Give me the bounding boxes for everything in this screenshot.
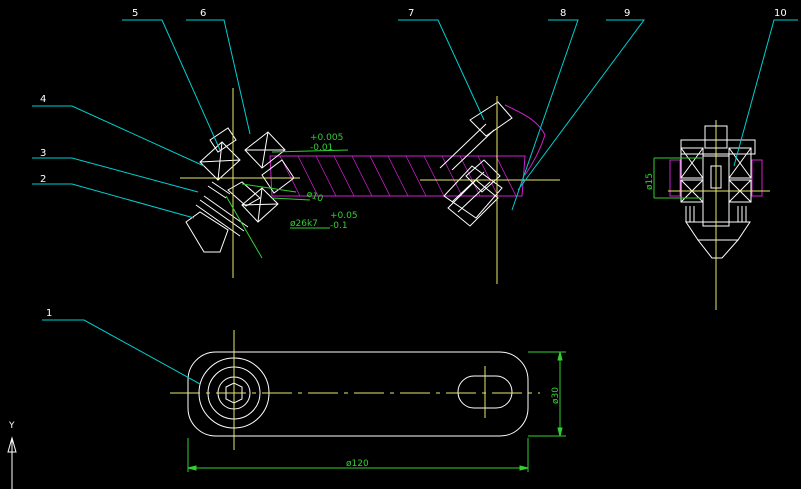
label-part-3: 3: [40, 148, 46, 159]
left-center-lines: [180, 88, 300, 278]
label-part-8: 8: [560, 8, 566, 19]
dimension-dia-15: ø15: [645, 173, 655, 190]
dimension-dia-26: ø26k7: [290, 219, 318, 229]
dimension-dia-30: ø30: [551, 387, 561, 404]
label-part-4: 4: [40, 94, 46, 105]
left-green-lines: [225, 149, 349, 259]
dimension-dia-120: ø120: [346, 459, 369, 469]
label-part-5: 5: [132, 8, 138, 19]
label-part-10: 10: [774, 8, 787, 19]
side-view-right: [653, 120, 770, 310]
leader-lines: [32, 19, 798, 385]
ucs-icon: Y: [7, 421, 17, 489]
right-bolt-cluster: [439, 101, 513, 227]
label-part-1: 1: [46, 308, 52, 319]
tolerance-lower-bottom: -0.1: [330, 221, 348, 231]
label-part-6: 6: [200, 8, 206, 19]
label-part-9: 9: [624, 8, 630, 19]
ucs-y-label: Y: [8, 421, 15, 431]
part-labels: 1 2 3 4 5 6 7 8 9 10: [40, 8, 787, 319]
plan-view-bottom: [170, 330, 566, 472]
tolerance-lower-top: -0.01: [310, 143, 333, 153]
label-part-2: 2: [40, 174, 46, 185]
tolerance-upper-bottom: +0.05: [330, 211, 358, 221]
label-part-7: 7: [408, 8, 414, 19]
dimension-texts: +0.005 -0.01 ø10 ø26k7 +0.05 -0.1 ø15 ø3…: [290, 133, 655, 469]
right-center-lines: [420, 96, 560, 284]
tolerance-upper-top: +0.005: [310, 133, 343, 143]
assembly-view-left: [180, 88, 560, 284]
